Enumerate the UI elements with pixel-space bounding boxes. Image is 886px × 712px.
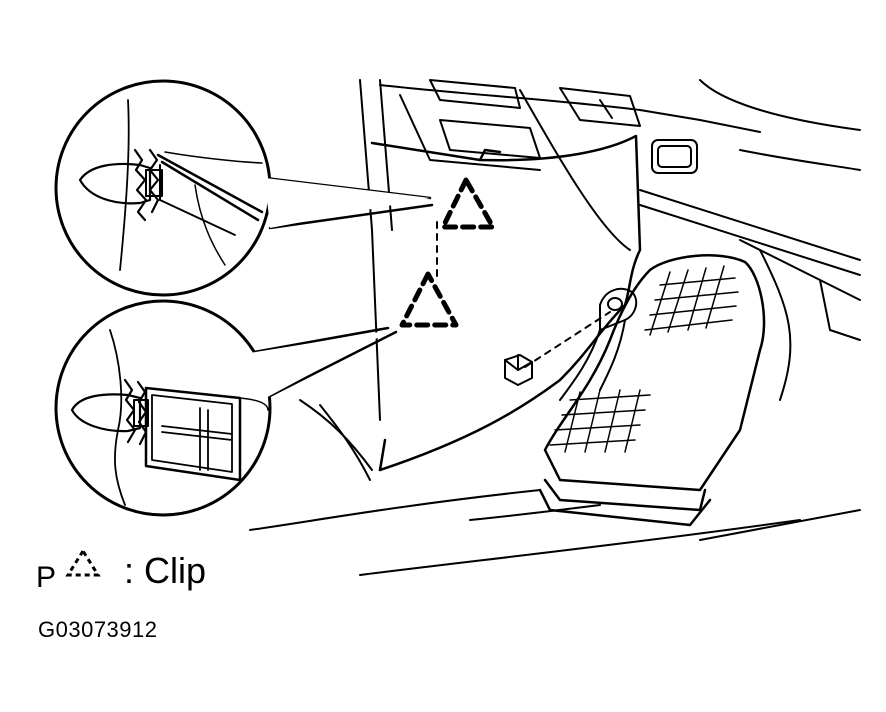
- under-cover-panel: [370, 134, 642, 472]
- pedal-arm: [559, 319, 626, 401]
- legend-symbol-letter: P: [36, 561, 57, 594]
- legend-label: : Clip: [124, 550, 207, 591]
- pedal-grip-pattern: [549, 265, 739, 453]
- dash-switch: [651, 139, 698, 174]
- bolt: [504, 354, 533, 386]
- dashed-triangle-icon: [65, 548, 101, 577]
- clip-guide-line: [436, 221, 611, 368]
- figure-id: G03073912: [38, 617, 158, 642]
- clip-position-mark-lower: [399, 271, 459, 328]
- pedal: [538, 254, 766, 527]
- lower-clip-detail-callout: [54, 299, 398, 517]
- clip-position-mark-upper: [440, 177, 496, 230]
- floor-lines: [249, 399, 861, 576]
- upper-clip-detail-callout: [54, 79, 434, 297]
